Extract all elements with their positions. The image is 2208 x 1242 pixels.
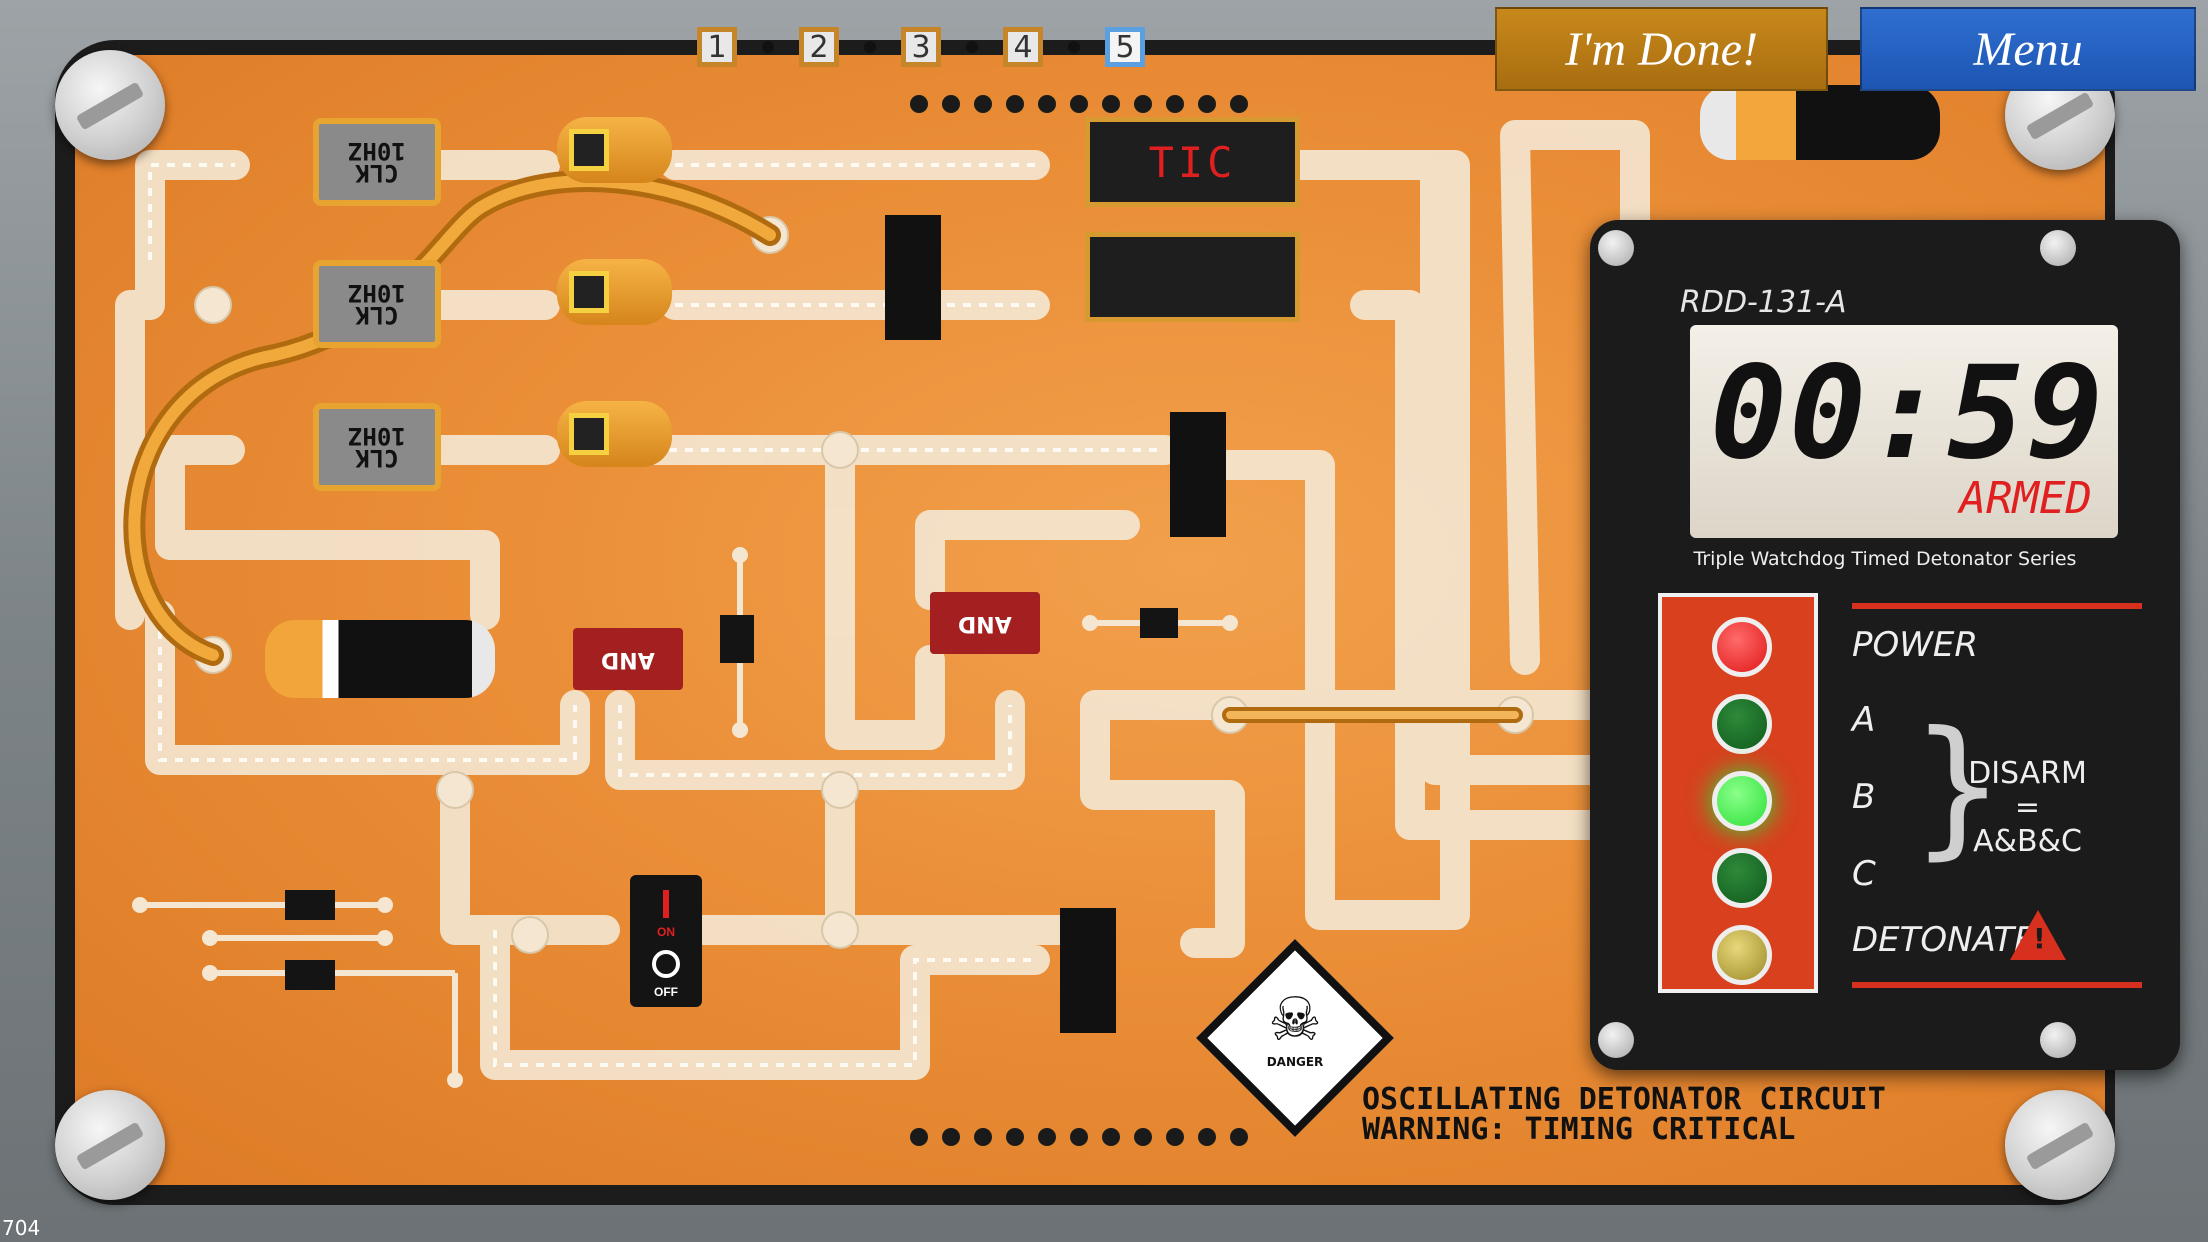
- b-label: B: [1852, 777, 1876, 817]
- detonator-panel: RDD-131-A 00:59 ARMED Triple Watchdog Ti…: [1590, 220, 2180, 1070]
- divider-top: [1852, 603, 2142, 609]
- level-4[interactable]: 4: [1003, 27, 1043, 67]
- power-label: POWER: [1852, 625, 1978, 665]
- skull-icon: ☠: [1268, 986, 1322, 1053]
- warning-icon: [2010, 910, 2066, 960]
- circuit-traces: [115, 120, 1650, 1088]
- power-led: [1712, 617, 1772, 677]
- level-selector: 1 2 3 4 5: [697, 27, 1145, 67]
- level-1[interactable]: 1: [697, 27, 737, 67]
- armed-status: ARMED: [1959, 473, 2092, 524]
- c-led: [1712, 848, 1772, 908]
- display-second: [1085, 232, 1300, 322]
- transistor-1[interactable]: [885, 215, 941, 340]
- bolt-top-left: [55, 50, 165, 160]
- buzzer[interactable]: [265, 620, 495, 698]
- display-tic: TIC: [1085, 117, 1300, 207]
- transistor-2[interactable]: [1170, 412, 1226, 537]
- a-label: A: [1852, 700, 1876, 740]
- b-led: [1712, 771, 1772, 831]
- detonator-model: RDD-131-A: [1680, 285, 1847, 320]
- series-label: Triple Watchdog Timed Detonator Series: [1693, 548, 2077, 570]
- menu-button[interactable]: Menu: [1860, 7, 2196, 91]
- disarm-formula: DISARM = A&B&C: [1968, 756, 2087, 859]
- divider-bottom: [1852, 982, 2142, 988]
- level-separator: [1068, 41, 1080, 53]
- capacitor-1[interactable]: [557, 117, 672, 183]
- detonate-label: DETONATE: [1852, 920, 2036, 960]
- bolt-bottom-left: [55, 1090, 165, 1200]
- danger-sign-content: ☠ DANGER: [1225, 985, 1365, 1115]
- level-2[interactable]: 2: [799, 27, 839, 67]
- a-led: [1712, 694, 1772, 754]
- level-separator: [966, 41, 978, 53]
- screw: [1598, 230, 1634, 266]
- detonate-led: [1712, 925, 1772, 985]
- capacitor-3[interactable]: [557, 401, 672, 467]
- level-separator: [762, 41, 774, 53]
- warning-text: OSCILLATING DETONATOR CIRCUIT WARNING: T…: [1362, 1082, 1886, 1147]
- screw: [2040, 230, 2076, 266]
- header-pins-bottom: [910, 1128, 1248, 1146]
- fps-counter: 704: [2, 1216, 41, 1240]
- screw: [2040, 1022, 2076, 1058]
- bolt-bottom-right: [2005, 1090, 2115, 1200]
- capacitor-2[interactable]: [557, 259, 672, 325]
- fuse[interactable]: [1700, 85, 1940, 160]
- level-5[interactable]: 5: [1105, 27, 1145, 67]
- c-label: C: [1852, 854, 1876, 894]
- and-gate-left[interactable]: AND: [573, 628, 683, 690]
- header-pins-top: [910, 95, 1248, 113]
- level-separator: [864, 41, 876, 53]
- transistor-3[interactable]: [1060, 908, 1116, 1033]
- indicator-panel: [1658, 593, 1818, 993]
- and-gate-right[interactable]: AND: [930, 592, 1040, 654]
- level-3[interactable]: 3: [901, 27, 941, 67]
- power-switch[interactable]: ON OFF: [630, 875, 702, 1007]
- im-done-button[interactable]: I'm Done!: [1495, 7, 1828, 91]
- timer-value: 00:59: [1710, 339, 2106, 488]
- timer-display: 00:59 ARMED: [1690, 325, 2118, 538]
- brace: }: [1910, 700, 2006, 874]
- screw: [1598, 1022, 1634, 1058]
